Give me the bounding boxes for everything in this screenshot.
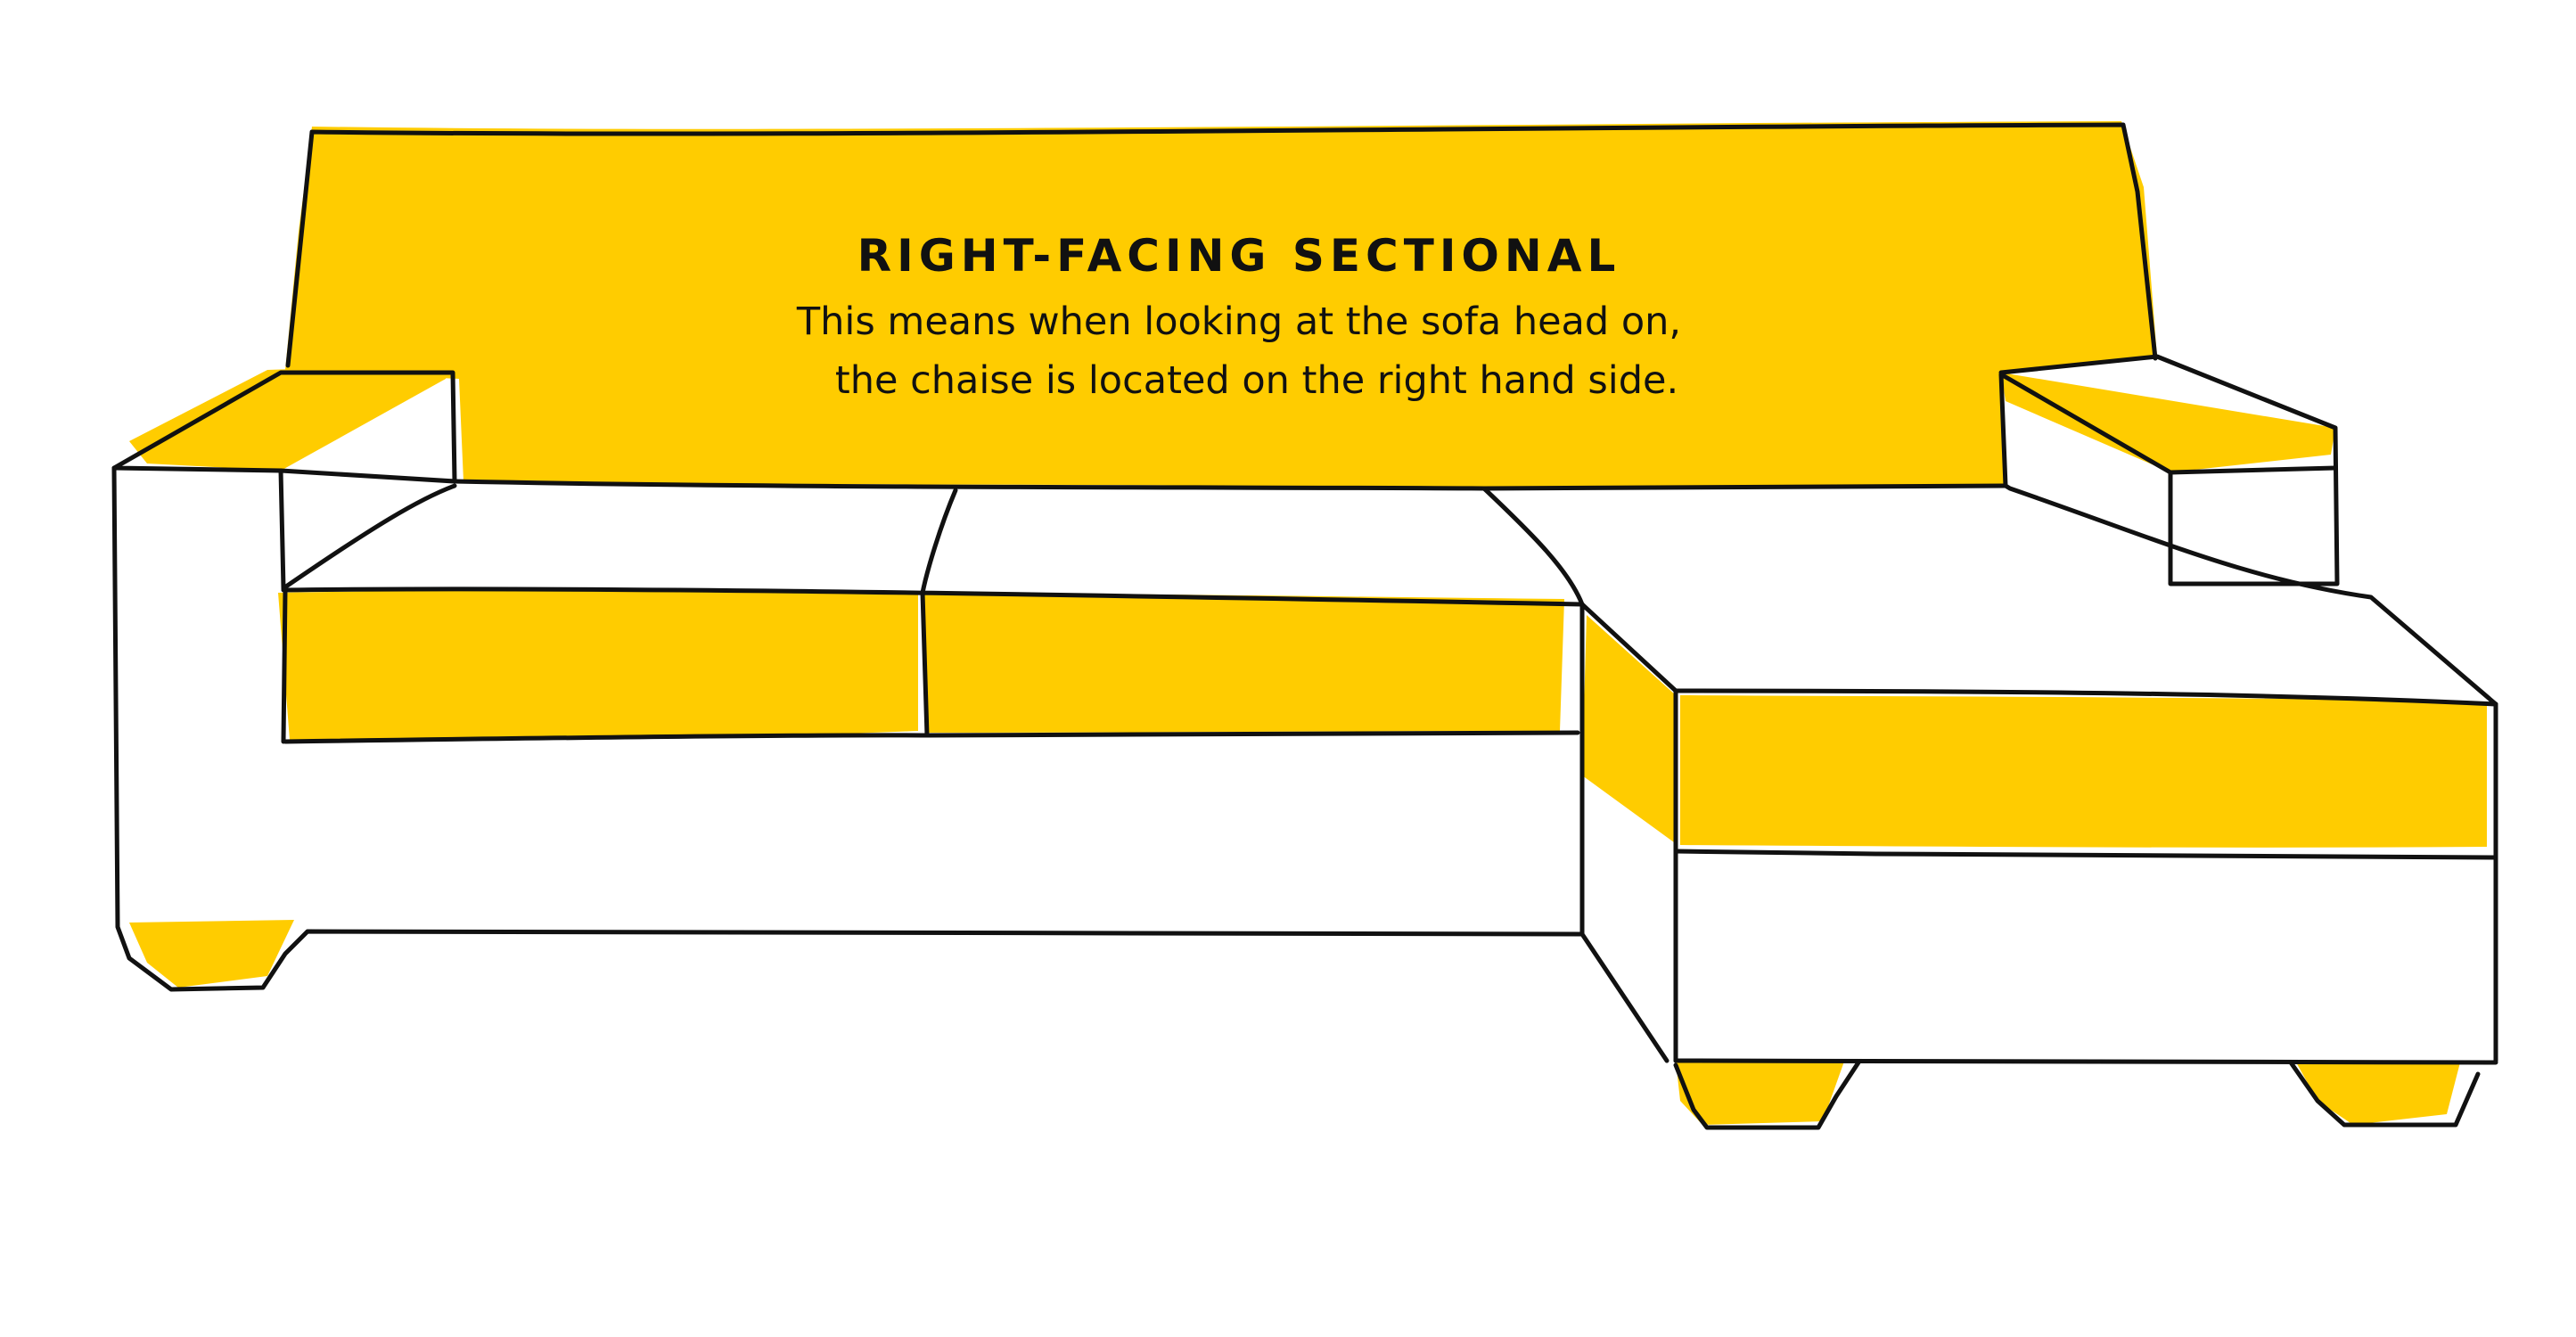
backrest-fill	[285, 121, 2157, 488]
back-bottom-seam	[452, 479, 1487, 491]
backrest-outline	[285, 122, 2158, 368]
right-arm-outline	[1998, 354, 2340, 586]
middle-cushion-front-fill	[923, 593, 1564, 733]
caption-line-2: the chaise is located on the right hand …	[834, 358, 1679, 403]
chaise-base-bottom	[1673, 1058, 2498, 1065]
chaise-side-fill	[1582, 615, 1676, 842]
chaise-cushion-top	[1673, 688, 2498, 707]
chaise-back-top	[1481, 483, 2008, 491]
left-arm-inner	[278, 468, 286, 591]
seat-top-left	[281, 483, 457, 591]
chaise-cushion-back	[2003, 483, 2498, 707]
caption-title: RIGHT-FACING SECTIONAL	[857, 230, 1621, 282]
left-arm-outline	[111, 370, 457, 484]
chaise-left-foot	[1673, 1060, 1861, 1130]
left-arm-top-fill	[129, 364, 450, 471]
chaise-cushion-bottom	[1673, 849, 2498, 860]
left-seat-lower-edge	[281, 587, 288, 744]
chaise-top-edge	[1481, 486, 1585, 778]
chaise-left-foot-fill	[1676, 1059, 1845, 1125]
seat-front-top-edge	[281, 586, 1585, 607]
sectional-caption: RIGHT-FACING SECTIONAL This means when l…	[767, 225, 1711, 410]
chaise-right-foot	[2288, 1060, 2481, 1128]
left-cushion-front-fill	[278, 589, 918, 740]
right-arm-top-edge	[2168, 465, 2338, 475]
left-foot-fill	[129, 920, 294, 988]
caption-line-1: This means when looking at the sofa head…	[796, 299, 1682, 344]
chaise-right-foot-fill	[2295, 1061, 2460, 1125]
chaise-cushion-front-fill	[1680, 695, 2487, 848]
cushion-divider	[920, 590, 930, 738]
sofa-outline	[111, 122, 2498, 1130]
yellow-accents	[129, 121, 2487, 1125]
right-arm-top-fill	[2001, 373, 2335, 472]
chaise-side-lower	[1579, 773, 1669, 1063]
left-arm-front	[111, 465, 1585, 992]
seat-divider-top	[920, 488, 958, 595]
